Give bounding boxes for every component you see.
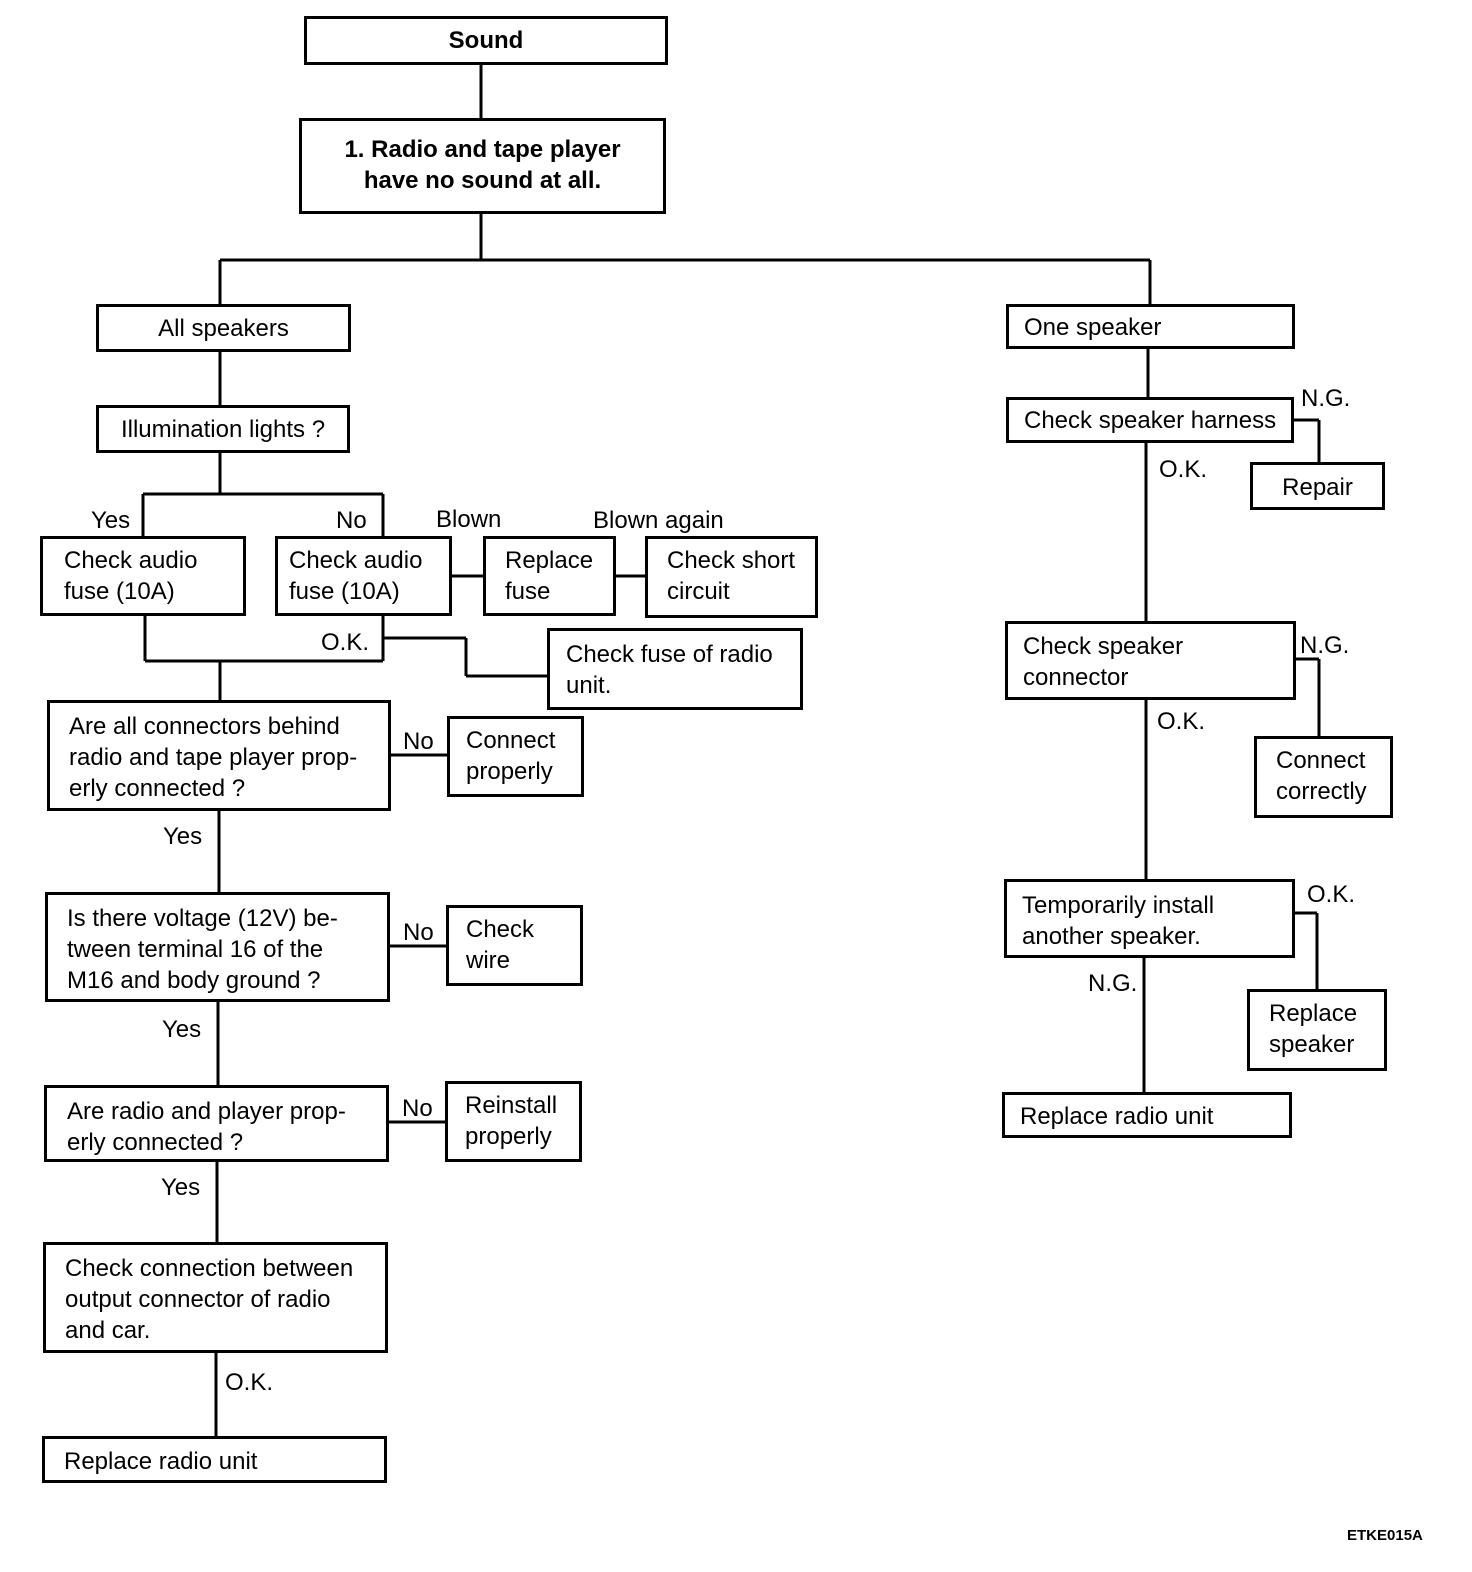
voltage-question-text: Is there voltage (12V) be- tween termina… (67, 905, 338, 994)
connectors-question-text: Are all connectors behind radio and tape… (69, 713, 358, 802)
connect-properly-box: Connect properly (447, 716, 584, 797)
label-ng-temp: N.G. (1088, 970, 1138, 997)
check-fuse-no-text: Check audio fuse (10A) (289, 547, 423, 605)
replace-radio-left-text: Replace radio unit (64, 1448, 258, 1475)
all-speakers-box: All speakers (96, 304, 351, 352)
label-ng-connector: N.G. (1300, 632, 1350, 659)
label-ok-connector: O.K. (1157, 708, 1206, 735)
no-sound-box: 1. Radio and tape player have no sound a… (299, 118, 666, 214)
one-speaker-box: One speaker (1006, 304, 1295, 349)
voltage-question-box: Is there voltage (12V) be- tween termina… (45, 892, 390, 1002)
reinstall-text: Reinstall properly (465, 1092, 558, 1150)
connect-properly-text: Connect properly (466, 727, 556, 785)
repair-text: Repair (1282, 474, 1353, 501)
illumination-box: Illumination lights ? (96, 405, 350, 453)
figure-code: ETKE015A (1347, 1527, 1423, 1544)
label-no-illumination: No (336, 507, 367, 534)
replace-fuse-box: Replace fuse (483, 536, 616, 616)
check-short-text: Check short circuit (667, 547, 796, 605)
all-speakers-text: All speakers (158, 315, 289, 342)
check-wire-text: Check wire (466, 916, 535, 974)
connect-correctly-box: Connect correctly (1254, 736, 1393, 818)
label-ok-temp: O.K. (1307, 881, 1356, 908)
label-blown-again: Blown again (593, 507, 724, 534)
replace-radio-right-text: Replace radio unit (1020, 1103, 1214, 1130)
check-fuse-radio-text: Check fuse of radio unit. (566, 641, 773, 699)
label-ok-fuse: O.K. (321, 629, 370, 656)
check-short-box: Check short circuit (645, 536, 818, 618)
sound-box: Sound (304, 16, 668, 65)
one-speaker-text: One speaker (1024, 314, 1162, 341)
replace-speaker-box: Replace speaker (1247, 989, 1387, 1071)
replace-speaker-text: Replace speaker (1269, 1000, 1358, 1058)
radio-player-question-text: Are radio and player prop- erly connecte… (67, 1098, 346, 1156)
label-yes-voltage: Yes (162, 1016, 202, 1043)
repair-box: Repair (1250, 462, 1385, 510)
check-connector-box: Check speaker connector (1005, 621, 1296, 700)
replace-radio-left-box: Replace radio unit (42, 1436, 387, 1483)
check-connection-text: Check connection between output connecto… (65, 1255, 354, 1344)
check-wire-box: Check wire (446, 905, 583, 986)
check-connector-text: Check speaker connector (1023, 633, 1184, 691)
check-connection-box: Check connection between output connecto… (43, 1242, 388, 1353)
reinstall-box: Reinstall properly (445, 1081, 582, 1162)
label-yes-illumination: Yes (91, 507, 131, 534)
check-harness-text: Check speaker harness (1024, 407, 1277, 434)
no-sound-text: 1. Radio and tape player have no sound a… (344, 136, 621, 194)
label-ok-connection: O.K. (225, 1369, 274, 1396)
label-no-voltage: No (403, 919, 434, 946)
label-yes-radio: Yes (161, 1174, 201, 1201)
illumination-text: Illumination lights ? (120, 416, 326, 443)
check-fuse-yes-box: Check audio fuse (10A) (40, 536, 246, 616)
connect-correctly-text: Connect correctly (1276, 747, 1367, 805)
check-fuse-radio-box: Check fuse of radio unit. (547, 628, 803, 710)
check-fuse-no-box: Check audio fuse (10A) (275, 536, 452, 616)
temp-install-text: Temporarily install another speaker. (1022, 892, 1215, 950)
label-no-radio: No (402, 1095, 433, 1122)
label-blown: Blown (436, 506, 502, 533)
replace-radio-right-box: Replace radio unit (1002, 1092, 1292, 1138)
label-ok-harness: O.K. (1159, 456, 1208, 483)
check-harness-box: Check speaker harness (1006, 397, 1294, 443)
check-fuse-yes-text: Check audio fuse (10A) (64, 547, 198, 605)
label-no-connectors: No (403, 728, 434, 755)
radio-player-question-box: Are radio and player prop- erly connecte… (44, 1085, 389, 1162)
connectors-question-box: Are all connectors behind radio and tape… (47, 700, 391, 811)
label-ng-harness: N.G. (1301, 385, 1351, 412)
temp-install-box: Temporarily install another speaker. (1004, 879, 1295, 958)
sound-text: Sound (448, 27, 524, 54)
replace-fuse-text: Replace fuse (505, 547, 594, 605)
label-yes-connectors: Yes (163, 823, 203, 850)
